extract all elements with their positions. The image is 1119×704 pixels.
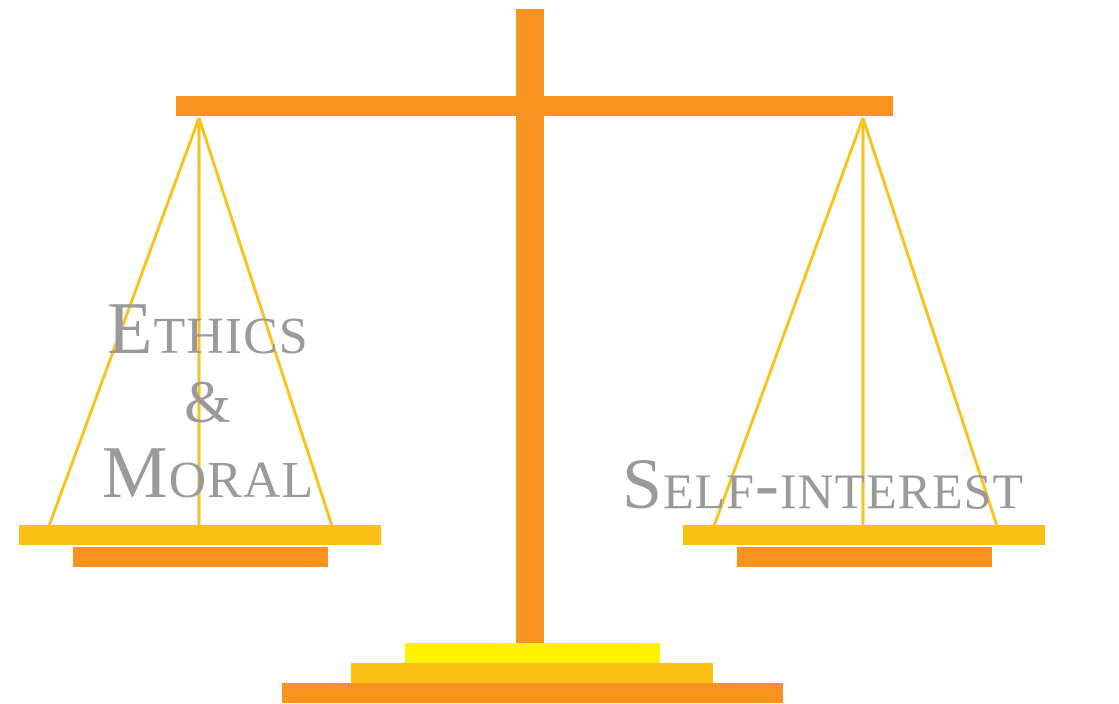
base-top-step	[405, 643, 660, 663]
left-pan-underside	[73, 547, 328, 567]
scale-beam	[176, 96, 893, 116]
right-pan-cords	[712, 117, 999, 527]
left-label-line3: Moral	[101, 432, 315, 514]
right-pan	[683, 525, 1045, 545]
left-pan	[19, 525, 381, 545]
right-pan-label: Self-interest	[622, 444, 1024, 524]
base-middle-step	[351, 663, 713, 683]
left-pan-cords	[47, 117, 334, 527]
left-pan-label: Ethics & Moral	[88, 292, 328, 510]
left-label-line1: Ethics	[107, 288, 309, 370]
base-bottom-step	[282, 683, 783, 703]
right-pan-underside	[737, 547, 992, 567]
left-label-ampersand: &	[184, 369, 232, 435]
